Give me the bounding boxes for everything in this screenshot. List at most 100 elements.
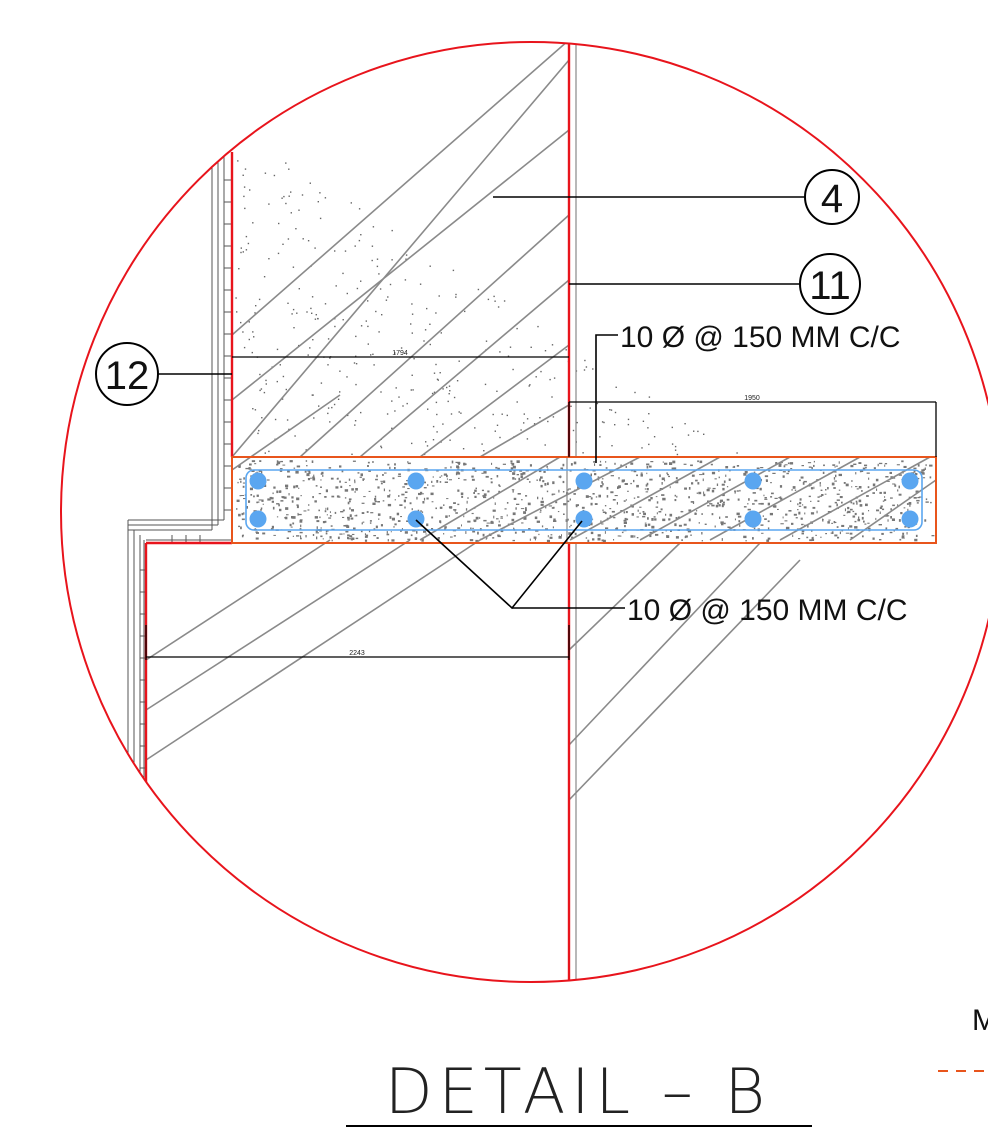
aggregate-dot [439, 506, 443, 509]
aggregate-dot [547, 482, 549, 486]
stipple-dot [253, 336, 255, 338]
aggregate-dot [430, 492, 434, 496]
aggregate-dot [722, 501, 725, 504]
aggregate-dot [867, 527, 871, 530]
aggregate-dot [683, 463, 687, 465]
aggregate-dot [286, 514, 289, 516]
stipple-dot [484, 383, 487, 386]
aggregate-dot [538, 533, 540, 536]
aggregate-dot [337, 536, 340, 540]
aggregate-dot [324, 520, 327, 523]
aggregate-dot [458, 463, 460, 465]
aggregate-dot [847, 506, 850, 510]
stipple-dot [642, 420, 645, 422]
aggregate-dot [467, 497, 469, 499]
aggregate-dot [885, 476, 889, 478]
aggregate-dot [609, 508, 612, 510]
aggregate-dot [570, 463, 573, 466]
aggregate-dot [597, 534, 601, 537]
aggregate-dot [590, 522, 593, 526]
aggregate-dot [841, 524, 845, 527]
aggregate-dot [545, 506, 547, 509]
aggregate-dot [877, 463, 879, 467]
leader-lines [158, 196, 805, 610]
aggregate-dot [525, 508, 527, 512]
aggregate-dot [347, 536, 349, 540]
aggregate-dot [298, 487, 300, 489]
aggregate-dot [664, 479, 666, 482]
aggregate-dot [764, 475, 769, 478]
stipple-dot [440, 332, 442, 334]
aggregate-dot [813, 460, 815, 463]
stipple-dot [238, 268, 240, 270]
aggregate-dot [665, 513, 667, 516]
stipple-dot [499, 351, 501, 353]
stipple-dot [309, 347, 311, 349]
aggregate-dot [450, 536, 453, 538]
stipple-dot [351, 453, 353, 455]
aggregate-dot [839, 531, 841, 535]
stipple-dot [331, 406, 333, 409]
aggregate-dot [295, 470, 299, 474]
aggregate-dot [791, 522, 794, 525]
aggregate-dot [672, 460, 676, 464]
aggregate-dot [630, 535, 634, 538]
aggregate-dot [396, 512, 400, 516]
aggregate-dot [838, 489, 841, 491]
dimension-1950: 1950 [744, 395, 760, 402]
hatch-line [231, 129, 570, 401]
aggregate-dot [542, 480, 545, 483]
aggregate-dot [387, 503, 392, 507]
aggregate-dot [345, 530, 349, 533]
stipple-dot [464, 310, 466, 313]
aggregate-dot [704, 523, 707, 525]
aggregate-dot [879, 462, 883, 465]
callout-4-circle [804, 169, 860, 225]
aggregate-dot [624, 517, 627, 521]
edge-note-text: M [972, 1004, 988, 1037]
aggregate-dot [636, 484, 639, 488]
aggregate-dot [661, 532, 664, 534]
aggregate-dot [287, 475, 291, 478]
aggregate-dot [594, 463, 596, 466]
rebar-top [407, 472, 425, 490]
aggregate-dot [649, 465, 652, 468]
stipple-dot [474, 427, 476, 429]
aggregate-dot [269, 496, 272, 499]
aggregate-dot [431, 501, 434, 503]
aggregate-dot [266, 479, 270, 481]
aggregate-dot [249, 487, 253, 491]
aggregate-dot [797, 509, 799, 511]
aggregate-dot [725, 516, 728, 518]
stipple-dot [264, 452, 266, 454]
aggregate-dot [533, 536, 537, 539]
aggregate-dot [373, 535, 376, 537]
callout-11: 11 [799, 253, 861, 315]
aggregate-dot [858, 486, 862, 489]
aggregate-dot [692, 502, 695, 504]
stipple-dot [296, 312, 298, 314]
stipple-dot [582, 452, 584, 454]
aggregate-dot [879, 539, 882, 541]
aggregate-dot [836, 503, 838, 507]
aggregate-dot [794, 489, 797, 491]
aggregate-dot [490, 520, 493, 522]
stipple-dot [380, 446, 383, 449]
aggregate-dot [884, 499, 887, 501]
aggregate-dot [897, 489, 899, 492]
aggregate-dot [605, 467, 608, 469]
aggregate-dot [573, 461, 577, 465]
aggregate-dot [623, 511, 626, 514]
aggregate-dot [362, 479, 364, 481]
stipple-dot [259, 389, 261, 392]
stipple-dot [355, 335, 357, 338]
aggregate-dot [486, 536, 488, 539]
aggregate-dot [770, 482, 772, 484]
stipple-dot [494, 430, 496, 432]
stipple-dot [249, 189, 251, 191]
aggregate-dot [706, 489, 710, 492]
aggregate-dot [913, 497, 917, 499]
aggregate-dot [238, 513, 241, 517]
aggregate-dot [552, 526, 554, 529]
aggregate-dot [901, 537, 905, 539]
